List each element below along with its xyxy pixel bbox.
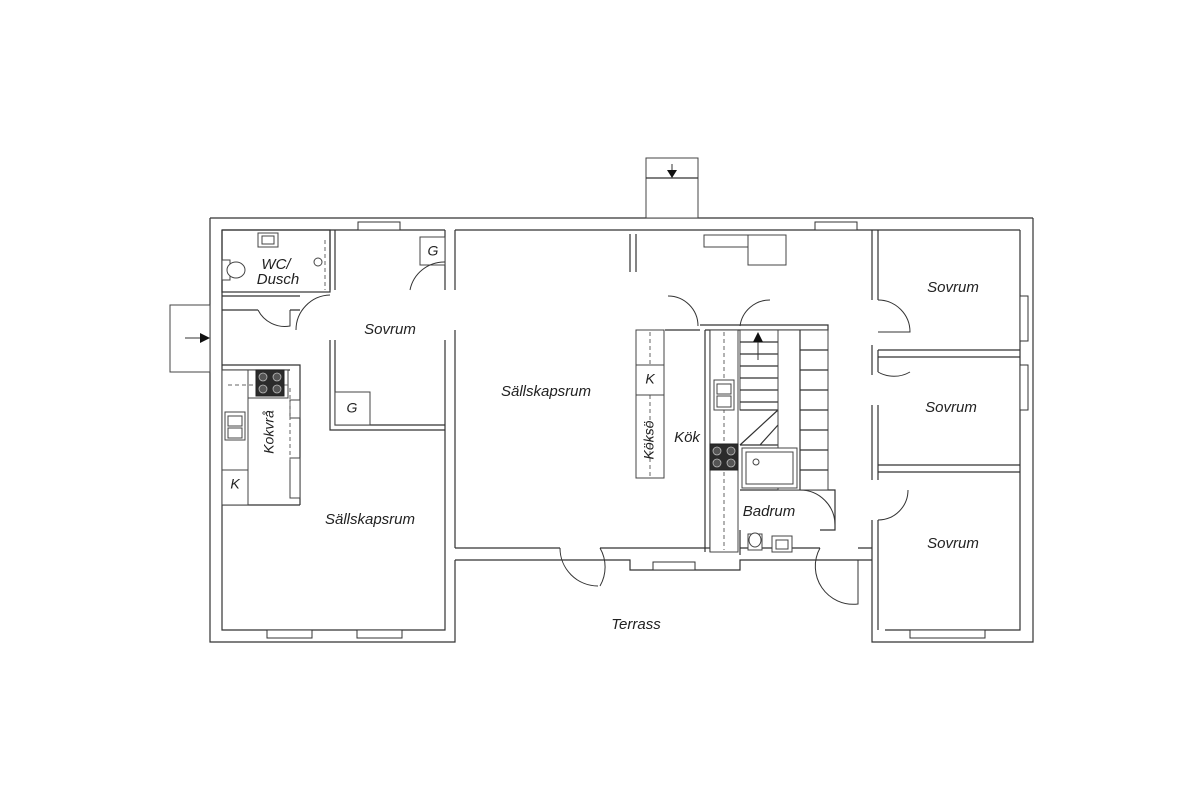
badrum-fixtures xyxy=(741,447,798,553)
stove-icon xyxy=(255,369,285,397)
kitchen-counters xyxy=(635,329,739,553)
label-sovrum-r3: Sovrum xyxy=(927,535,979,552)
wc-fixtures xyxy=(221,232,326,290)
sink-icon xyxy=(257,232,279,248)
shower-icon xyxy=(741,447,798,489)
label-sovrum-left: Sovrum xyxy=(364,321,416,338)
label-kokso: Köksö xyxy=(641,420,657,459)
label-sallskapsrum-center: Sällskapsrum xyxy=(501,383,591,400)
stove-icon xyxy=(709,443,739,471)
toilet-icon xyxy=(747,532,763,551)
entrance-top xyxy=(645,157,699,219)
label-sovrum-r1: Sovrum xyxy=(927,279,979,296)
entrance-left xyxy=(169,304,211,373)
label-terrass: Terrass xyxy=(611,616,661,633)
label-wc-dusch-1: WC/ xyxy=(261,256,292,273)
staircase xyxy=(739,329,829,491)
marker-g-top: G xyxy=(428,243,439,259)
marker-g-sovrum: G xyxy=(347,400,358,416)
label-sovrum-r2: Sovrum xyxy=(925,399,977,416)
room-labels: WC/ Dusch Sovrum Sällskapsrum Sällskapsr… xyxy=(257,256,979,633)
label-kok: Kök xyxy=(674,429,701,446)
shower-icon xyxy=(313,240,326,290)
label-wc-dusch-2: Dusch xyxy=(257,271,300,288)
sink-icon xyxy=(771,535,793,553)
entrance-arrow-icon xyxy=(200,333,210,343)
marker-k-kokvra: K xyxy=(230,476,240,492)
windows xyxy=(266,221,1029,639)
marker-k-kok: K xyxy=(645,371,655,387)
label-kokvra: Kokvrå xyxy=(261,410,277,454)
stair-direction-arrow-icon xyxy=(753,332,763,342)
entrance-arrow-icon xyxy=(667,170,677,178)
toilet-icon xyxy=(221,259,246,281)
interior-walls xyxy=(221,229,1020,630)
marker-labels: G G K K xyxy=(230,243,655,492)
sink-icon xyxy=(224,411,246,441)
label-sallskapsrum-left: Sällskapsrum xyxy=(325,511,415,528)
sink-icon xyxy=(713,379,735,411)
label-badrum: Badrum xyxy=(743,503,796,520)
kokvra-counters xyxy=(221,369,301,506)
